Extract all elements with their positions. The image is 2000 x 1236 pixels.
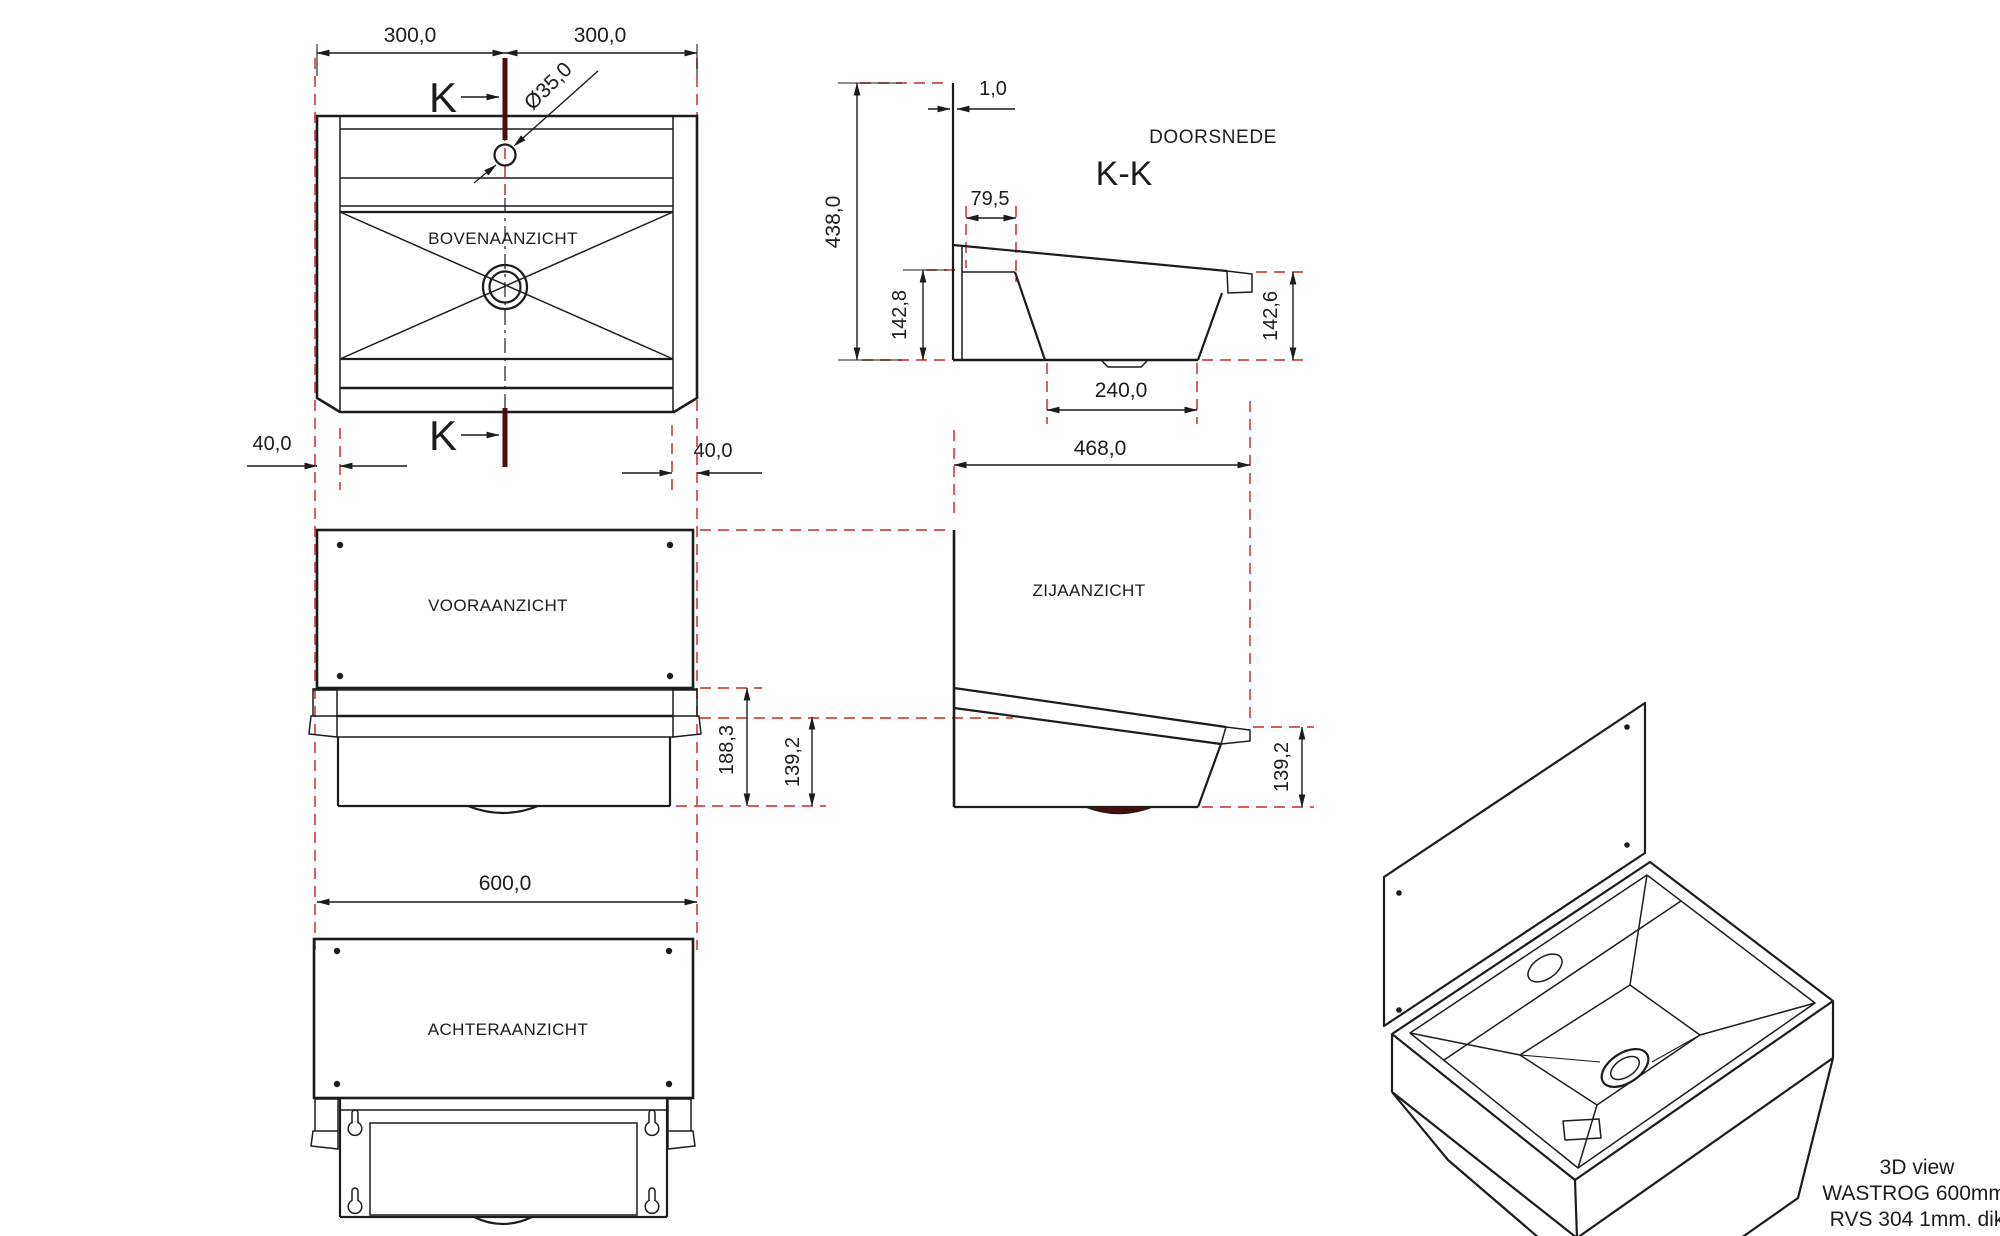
- hole-leader-b: [473, 164, 497, 184]
- top-outline: [315, 114, 699, 414]
- section-drain-stub: [1100, 359, 1149, 368]
- front-side-brackets: [308, 688, 702, 738]
- side-front-wall: [1196, 743, 1223, 808]
- section-title: DOORSNEDE: [1149, 127, 1277, 148]
- iso-drain-stub: [1562, 1118, 1602, 1141]
- construction-lines: [314, 58, 1314, 950]
- dim-300-right-label: 300,0: [574, 24, 627, 47]
- rear-body-sides: [338, 1098, 669, 1217]
- keyhole-slot-icon: [347, 1109, 363, 1137]
- dim-468-label: 468,0: [1074, 437, 1127, 460]
- iso-tap-hole: [1527, 953, 1563, 983]
- screw-hole-icon: [665, 1080, 673, 1088]
- view-section: DOORSNEDE K-K 1,0 438,0 79,5 142,8 142,6…: [822, 78, 1297, 414]
- iso-caption-line3: RVS 304 1mm. dik: [1830, 1208, 2000, 1231]
- section-front-wall: [1196, 292, 1224, 361]
- screw-hole-icon: [336, 672, 344, 680]
- dim-139-side-label: 139,2: [1271, 742, 1293, 792]
- rear-back-panel: [312, 937, 695, 1100]
- dim-139-front-label: 139,2: [782, 737, 804, 787]
- tap-hole-circle: [493, 143, 517, 167]
- screw-hole-icon: [336, 541, 344, 549]
- front-drain-bump: [467, 804, 539, 815]
- top-view-label: BOVENAANZICHT: [428, 229, 578, 248]
- iso-drain-inner: [1609, 1055, 1641, 1081]
- rear-inner-panel: [369, 1122, 638, 1216]
- dim-142-8-label: 142,8: [889, 290, 911, 340]
- dim-40-left-label: 40,0: [253, 433, 292, 455]
- top-basin-cross: [339, 211, 674, 360]
- screw-hole-icon: [333, 947, 341, 955]
- iso-bottom-folds: [1519, 1034, 1701, 1063]
- screw-hole-icon: [665, 947, 673, 955]
- screw-hole-icon: [1396, 890, 1402, 896]
- front-back-panel: [315, 528, 695, 690]
- view-top: 300,0 300,0 Ø35,0 K K 40,0 40,0 BOVENAAN…: [247, 24, 762, 477]
- rear-drain-bump: [473, 1216, 533, 1226]
- dim-hole-label: Ø35,0: [520, 58, 577, 115]
- section-rim-slope: [952, 243, 1228, 273]
- section-letter-top: K: [429, 74, 457, 121]
- top-dim-extensions: [316, 44, 698, 76]
- dim-40-right-label: 40,0: [694, 440, 733, 462]
- dim-240-label: 240,0: [1095, 379, 1148, 402]
- keyhole-slot-icon: [347, 1187, 363, 1215]
- section-front-flange: [1226, 270, 1253, 294]
- iso-caption-line2: WASTROG 600mm.: [1822, 1182, 2000, 1205]
- view-rear: ACHTERAANZICHT: [310, 937, 696, 1226]
- rear-view-label: ACHTERAANZICHT: [428, 1020, 589, 1039]
- top-side-walls: [339, 116, 674, 412]
- keyhole-slot-icon: [644, 1187, 660, 1215]
- side-drain-bump: [1085, 806, 1153, 815]
- dim-300-left-label: 300,0: [384, 24, 437, 47]
- dim-79-label: 79,5: [971, 188, 1010, 210]
- iso-basin-wall-edges: [1409, 874, 1816, 1169]
- dim-600-label: 600,0: [479, 872, 532, 895]
- hole-leader-a: [513, 70, 599, 147]
- dim-1-label: 1,0: [979, 78, 1007, 100]
- screw-hole-icon: [666, 672, 674, 680]
- screw-hole-icon: [1624, 724, 1630, 730]
- iso-backsplash: [1382, 701, 1647, 1028]
- screw-hole-icon: [666, 541, 674, 549]
- iso-skirt: [1390, 1001, 1835, 1236]
- view-3d: 3D view WASTROG 600mm. RVS 304 1mm. dik: [1382, 701, 2000, 1236]
- view-front: VOORAANZICHT 188,3 139,2 600,0: [308, 528, 816, 906]
- iso-rim-inner: [1409, 874, 1816, 1169]
- iso-shelf-edge: [1443, 900, 1682, 1061]
- side-front-flange: [1219, 726, 1251, 745]
- screw-hole-icon: [1624, 842, 1630, 848]
- front-bowl: [336, 737, 672, 808]
- iso-lower-body: [1391, 1057, 1835, 1236]
- screw-hole-icon: [333, 1080, 341, 1088]
- keyhole-slot-icon: [644, 1109, 660, 1137]
- screw-hole-icon: [1396, 1007, 1402, 1013]
- rear-side-brackets: [310, 1098, 696, 1150]
- dim-188-label: 188,3: [716, 725, 738, 775]
- view-side: ZIJAANZICHT 468,0 139,2: [952, 437, 1306, 815]
- dim-438-label: 438,0: [822, 196, 845, 249]
- section-letter-bottom: K: [429, 412, 457, 459]
- top-back-folds: [340, 128, 673, 207]
- dim-142-6-label: 142,6: [1260, 291, 1282, 341]
- iso-caption-line1: 3D view: [1880, 1156, 1956, 1179]
- section-name: K-K: [1096, 155, 1153, 193]
- iso-drain-outer: [1600, 1047, 1650, 1089]
- side-view-label: ZIJAANZICHT: [1032, 581, 1145, 600]
- section-basin-back-slope: [1013, 271, 1047, 361]
- side-rim: [953, 686, 1227, 746]
- front-view-label: VOORAANZICHT: [428, 596, 568, 615]
- iso-rim-outer: [1390, 860, 1835, 1182]
- top-basin-edges: [340, 210, 673, 361]
